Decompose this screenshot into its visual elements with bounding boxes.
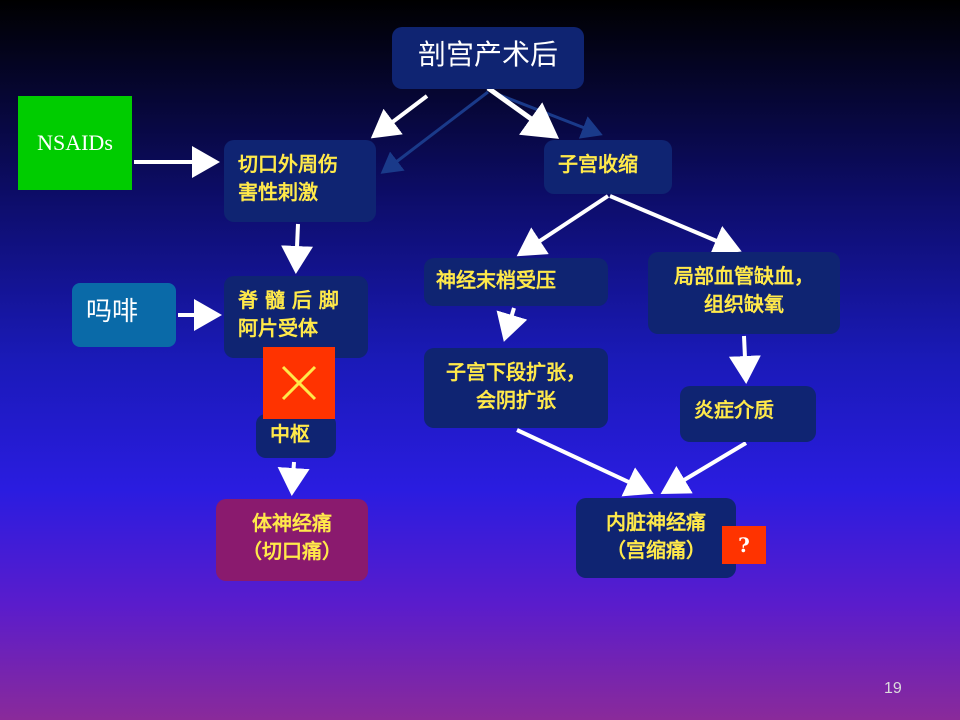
- node-dilation-line1: 子宫下段扩张，: [446, 360, 586, 384]
- node-center: 中枢: [256, 414, 336, 458]
- node-ischemia-line1: 局部血管缺血，: [674, 264, 814, 288]
- arrow-center-to-somatic: [277, 461, 310, 496]
- node-somatic-line2: （切口痛）: [242, 539, 342, 563]
- arrow-root-to-incision: [370, 94, 429, 139]
- arrow-contraction-to-ischemia: [609, 194, 742, 256]
- node-visceral-line1: 内脏神经痛: [606, 510, 706, 534]
- arrow-nerve-to-dilation: [496, 307, 528, 342]
- node-incision-stimulus: 切口外周伤 害性刺激: [224, 140, 376, 222]
- node-visceral-line2: （宫缩痛）: [606, 538, 706, 562]
- node-ischemia: 局部血管缺血， 组织缺氧: [648, 252, 840, 334]
- node-root-label: 剖宫产术后: [417, 38, 558, 71]
- node-inflammation: 炎症介质: [680, 386, 816, 442]
- cross-mark-icon: [263, 347, 335, 419]
- node-nerve-pressure-label: 神经末梢受压: [436, 268, 556, 292]
- arrow-contraction-to-nerve: [516, 194, 610, 257]
- page-number: 19: [884, 680, 902, 697]
- node-morphine-label: 吗啡: [86, 297, 139, 327]
- arrow-ischemia-to-inflammation: [728, 335, 761, 384]
- node-dilation-line2: 会阴扩张: [476, 388, 556, 412]
- node-contraction-label: 子宫收缩: [558, 152, 638, 176]
- faint-arrow-left: [380, 90, 489, 174]
- node-incision-line1: 切口外周伤: [238, 152, 338, 176]
- node-spinal-line2: 阿片受体: [238, 316, 318, 340]
- node-center-label: 中枢: [270, 422, 310, 446]
- arrow-root-to-contraction: [486, 85, 560, 139]
- arrow-incision-to-spinal: [281, 223, 314, 274]
- node-nsaids-label: NSAIDs: [37, 130, 113, 155]
- node-incision-line2: 害性刺激: [238, 180, 318, 204]
- node-uterine-contraction: 子宫收缩: [544, 140, 672, 194]
- question-mark-icon: ?: [722, 526, 766, 564]
- node-ischemia-line2: 组织缺氧: [704, 292, 784, 316]
- node-spinal-receptor: 脊 髓 后 脚 阿片受体: [224, 276, 368, 358]
- arrow-inflammation-to-visceral: [660, 441, 748, 495]
- node-inflammation-label: 炎症介质: [694, 398, 774, 422]
- node-somatic-line1: 体神经痛: [252, 511, 332, 535]
- node-visceral-pain: 内脏神经痛 （宫缩痛）: [576, 498, 736, 578]
- node-nerve-pressure: 神经末梢受压: [424, 258, 608, 306]
- node-spinal-line1: 脊 髓 后 脚: [238, 288, 339, 312]
- question-mark-label: ?: [738, 533, 750, 557]
- node-nsaids: NSAIDs: [18, 96, 132, 190]
- node-root: 剖宫产术后: [392, 27, 584, 89]
- node-morphine: 吗啡: [72, 283, 176, 347]
- node-somatic-pain: 体神经痛 （切口痛）: [216, 499, 368, 581]
- node-dilation: 子宫下段扩张， 会阴扩张: [424, 348, 608, 428]
- arrow-dilation-to-visceral: [516, 428, 654, 497]
